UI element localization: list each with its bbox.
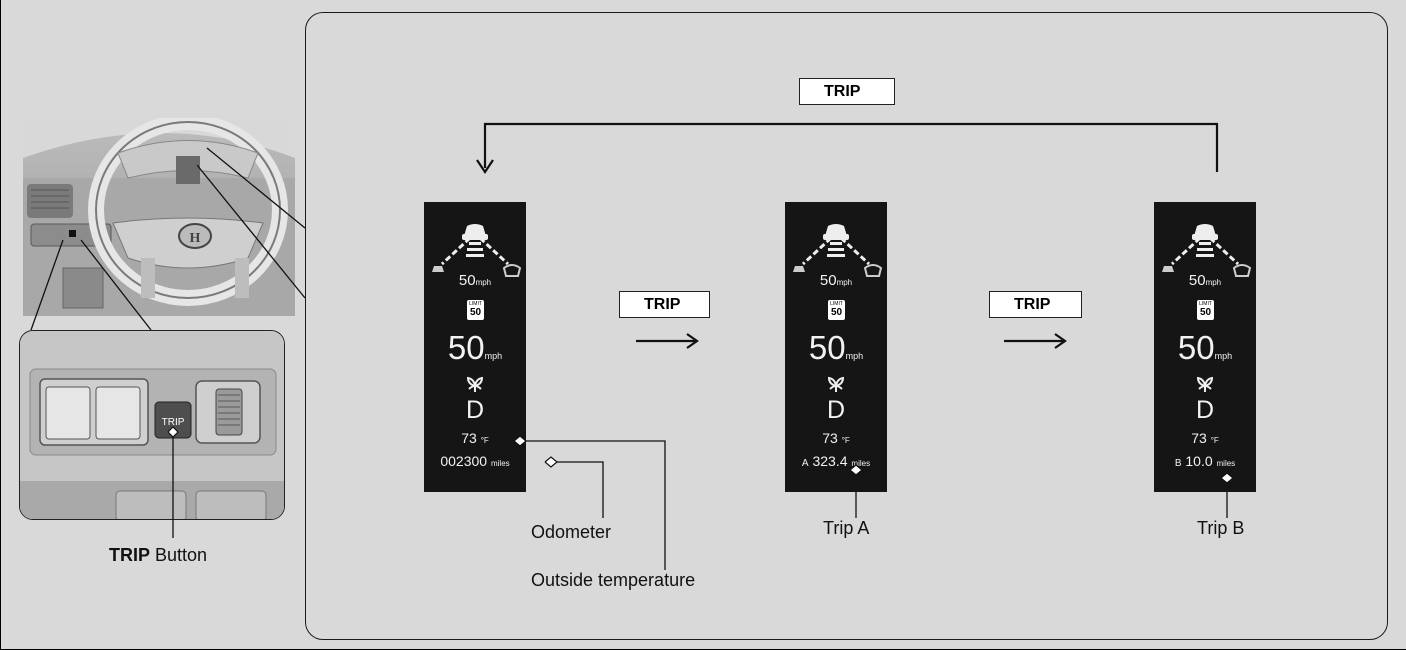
loop-back-arrow: [483, 122, 1219, 172]
dashboard-photo: H: [23, 118, 295, 316]
gear-indicator: D: [465, 396, 485, 424]
trip-button-inset: [19, 330, 285, 520]
trip-a-label: Trip A: [823, 518, 870, 538]
acc-set-speed: 50: [819, 272, 837, 289]
odometer-label: Odometer: [531, 522, 612, 542]
trip-step-1: TRIP: [619, 291, 710, 318]
vehicle-speed: 50: [1177, 329, 1215, 366]
distance-unit: miles: [490, 459, 510, 468]
reading-prefix: A: [801, 458, 809, 469]
eco-leaf-icon: [1196, 376, 1214, 392]
acc-speed-unit: mph: [1205, 278, 1222, 287]
trip-step-top: TRIP: [799, 78, 895, 105]
trip-a-value: 323.4: [812, 453, 848, 469]
vehicle-speed: 50: [808, 329, 846, 366]
eco-leaf-icon: [466, 376, 484, 392]
trip-button-location-marker: [69, 230, 76, 237]
acc-speed-unit: mph: [475, 278, 492, 287]
trip-b-value: 10.0: [1185, 453, 1213, 469]
gear-indicator: D: [826, 396, 846, 424]
trip-button-caption: TRIP Button: [109, 545, 208, 565]
car-lane-icon: [1162, 224, 1252, 277]
acc-set-speed: 50: [1188, 272, 1206, 289]
reading-prefix: B: [1174, 458, 1182, 469]
temp-unit: °F: [841, 436, 850, 445]
trip-step-2: TRIP: [989, 291, 1082, 318]
distance-unit: miles: [851, 459, 871, 468]
trip-b-label: Trip B: [1197, 518, 1245, 538]
vehicle-speed-unit: mph: [484, 351, 503, 361]
car-lane-icon: [793, 224, 883, 277]
outside-temperature-label: Outside temperature: [531, 570, 696, 590]
vehicle-speed: 50: [447, 329, 485, 366]
display-sequence-panel: [305, 12, 1388, 640]
eco-leaf-icon: [827, 376, 845, 392]
odometer-value: 002300: [440, 453, 488, 469]
temp-unit: °F: [480, 436, 489, 445]
temp-unit: °F: [1210, 436, 1219, 445]
svg-text:H: H: [190, 231, 201, 246]
car-lane-icon: [432, 224, 522, 277]
display-location-marker: [176, 156, 200, 184]
distance-unit: miles: [1216, 459, 1236, 468]
outside-temp-value: 73: [822, 430, 838, 446]
trip-button-face-text: TRIP: [162, 417, 185, 428]
outside-temp-value: 73: [1191, 430, 1207, 446]
gear-indicator: D: [1195, 396, 1215, 424]
vehicle-speed-unit: mph: [845, 351, 864, 361]
outside-temp-value: 73: [461, 430, 477, 446]
vehicle-speed-unit: mph: [1214, 351, 1233, 361]
acc-speed-unit: mph: [836, 278, 853, 287]
acc-set-speed: 50: [458, 272, 476, 289]
